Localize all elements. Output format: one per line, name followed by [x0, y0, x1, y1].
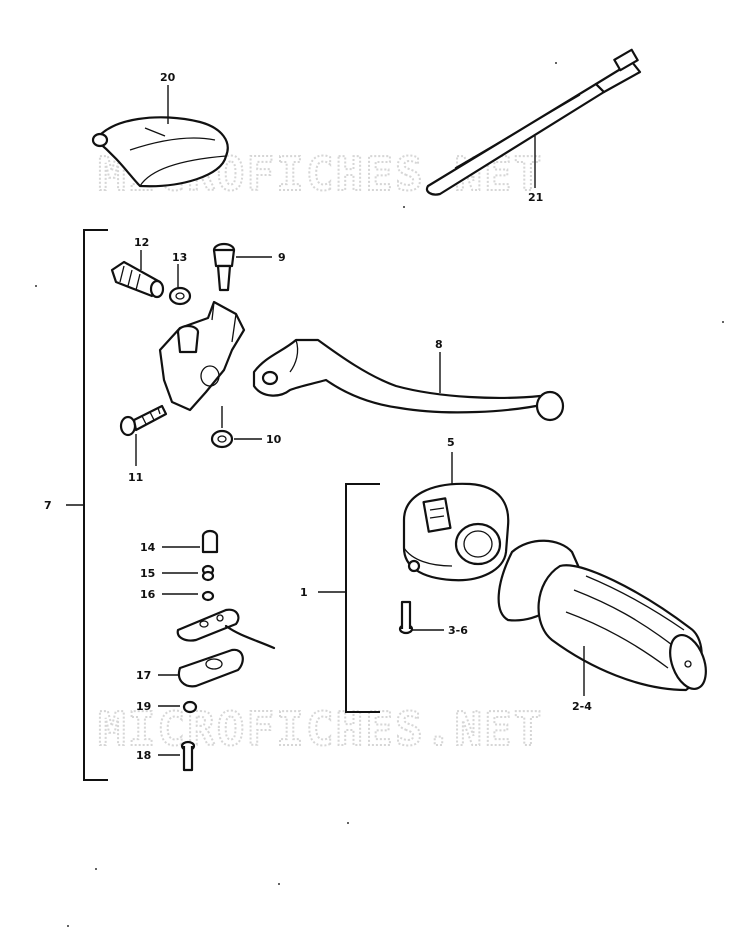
part-15-washer	[201, 564, 215, 582]
lever-holder	[158, 300, 246, 412]
callout-2-4: 2-4	[572, 700, 592, 713]
part-21-strap	[425, 48, 642, 196]
part-14-screw	[201, 529, 219, 554]
scan-specks	[35, 62, 724, 927]
bracket-7	[83, 229, 108, 781]
part-16-nut	[201, 590, 215, 602]
switch-plate	[176, 608, 276, 650]
callout-1: 1	[300, 586, 308, 599]
part-2-4-grip	[497, 539, 707, 692]
part-13-nut	[168, 286, 192, 306]
callout-17: 17	[136, 669, 151, 682]
callout-7: 7	[44, 499, 52, 512]
callout-16: 16	[140, 588, 156, 601]
callout-11: 11	[128, 471, 143, 484]
callout-20: 20	[160, 71, 176, 84]
callout-15: 15	[140, 567, 155, 580]
watermark-bottom: MICROFICHES.NET	[98, 702, 543, 756]
part-10-nut	[210, 429, 234, 449]
part-17-switch	[177, 648, 244, 688]
callout-12: 12	[134, 236, 149, 249]
callout-19: 19	[136, 700, 151, 713]
part-5-housing	[402, 482, 510, 582]
callout-10: 10	[266, 433, 282, 446]
callout-13: 13	[172, 251, 187, 264]
part-19-washer	[182, 700, 198, 714]
part-11-screw	[119, 404, 168, 437]
callout-18: 18	[136, 749, 151, 762]
part-9-pivot-bolt	[212, 242, 236, 292]
callout-3-6: 3-6	[448, 624, 468, 637]
callout-14: 14	[140, 541, 156, 554]
callout-21: 21	[528, 191, 543, 204]
part-3-6-screw	[398, 600, 414, 635]
callout-8: 8	[435, 338, 443, 351]
callout-9: 9	[278, 251, 286, 264]
part-18-screw	[180, 740, 196, 772]
part-12-adjuster	[110, 260, 165, 299]
part-8-lever	[252, 338, 565, 422]
bracket-1	[345, 483, 380, 713]
part-20-cover	[91, 116, 229, 188]
callout-5: 5	[447, 436, 455, 449]
